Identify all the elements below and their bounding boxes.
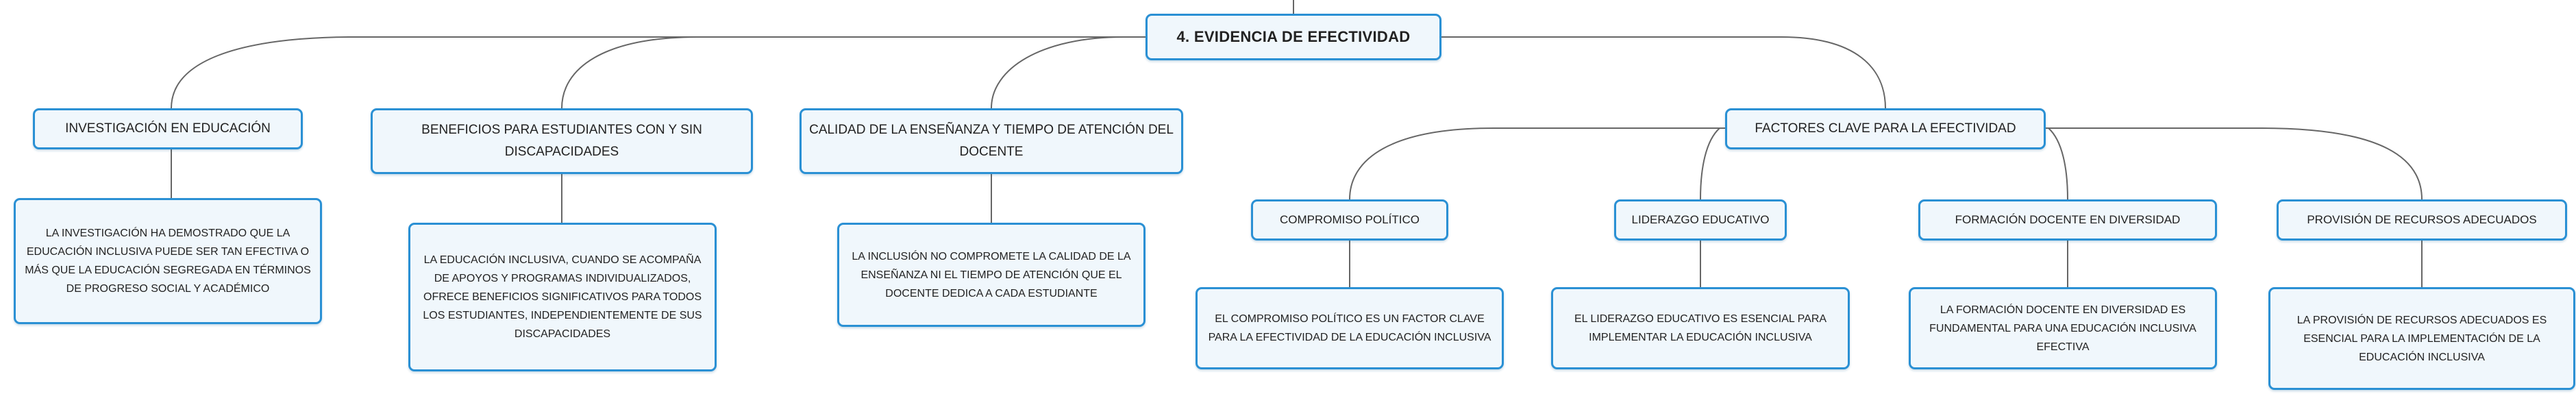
link-factores-liderazgo (1700, 127, 1725, 200)
node-beneficios[interactable]: BENEFICIOS PARA ESTUDIANTES CON Y SIN DI… (371, 108, 753, 174)
detail-liderazgo[interactable]: EL LIDERAZGO EDUCATIVO ES ESENCIAL PARA … (1551, 287, 1850, 369)
link-root-investigacion (171, 36, 1145, 109)
link-root-calidad (991, 36, 1145, 109)
root-node[interactable]: 4. EVIDENCIA DE EFECTIVIDAD (1145, 14, 1441, 60)
node-liderazgo-label: LIDERAZGO EDUCATIVO (1631, 213, 1770, 226)
node-factores[interactable]: FACTORES CLAVE PARA LA EFECTIVIDAD (1725, 108, 2046, 149)
detail-liderazgo-text: EL LIDERAZGO EDUCATIVO ES ESENCIAL PARA … (1574, 313, 1827, 343)
detail-calidad-text: LA INCLUSIÓN NO COMPROMETE LA CALIDAD DE… (852, 250, 1131, 299)
node-liderazgo[interactable]: LIDERAZGO EDUCATIVO (1614, 199, 1787, 241)
detail-beneficios[interactable]: LA EDUCACIÓN INCLUSIVA, CUANDO SE ACOMPA… (408, 223, 717, 371)
detail-formacion-text: LA FORMACIÓN DOCENTE EN DIVERSIDAD ES FU… (1929, 304, 2196, 353)
detail-investigacion-text: LA INVESTIGACIÓN HA DEMOSTRADO QUE LA ED… (25, 228, 311, 295)
link-root-factores (1441, 36, 1886, 109)
node-investigacion[interactable]: INVESTIGACIÓN EN EDUCACIÓN (33, 108, 303, 149)
node-provision[interactable]: PROVISIÓN DE RECURSOS ADECUADOS (2277, 199, 2567, 241)
node-calidad[interactable]: CALIDAD DE LA ENSEÑANZA Y TIEMPO DE ATEN… (800, 108, 1183, 174)
detail-compromiso[interactable]: EL COMPROMISO POLÍTICO ES UN FACTOR CLAV… (1196, 287, 1504, 369)
node-beneficios-label: BENEFICIOS PARA ESTUDIANTES CON Y SIN DI… (421, 123, 702, 159)
link-root-beneficios (561, 36, 1145, 109)
node-factores-label: FACTORES CLAVE PARA LA EFECTIVIDAD (1755, 121, 2016, 136)
detail-formacion[interactable]: LA FORMACIÓN DOCENTE EN DIVERSIDAD ES FU… (1909, 287, 2217, 369)
node-provision-label: PROVISIÓN DE RECURSOS ADECUADOS (2307, 213, 2537, 226)
node-compromiso-label: COMPROMISO POLÍTICO (1279, 213, 1420, 226)
node-calidad-label: CALIDAD DE LA ENSEÑANZA Y TIEMPO DE ATEN… (809, 123, 1174, 159)
node-compromiso[interactable]: COMPROMISO POLÍTICO (1251, 199, 1448, 241)
link-factores-provision (2046, 127, 2423, 200)
node-investigacion-label: INVESTIGACIÓN EN EDUCACIÓN (65, 121, 271, 136)
node-formacion-label: FORMACIÓN DOCENTE EN DIVERSIDAD (1955, 213, 2181, 226)
root-label: 4. EVIDENCIA DE EFECTIVIDAD (1176, 28, 1411, 45)
detail-compromiso-text: EL COMPROMISO POLÍTICO ES UN FACTOR CLAV… (1208, 313, 1491, 343)
link-factores-compromiso (1349, 127, 1725, 200)
node-formacion[interactable]: FORMACIÓN DOCENTE EN DIVERSIDAD (1918, 199, 2217, 241)
detail-provision-text: LA PROVISIÓN DE RECURSOS ADECUADOS ES ES… (2296, 314, 2547, 363)
detail-investigacion[interactable]: LA INVESTIGACIÓN HA DEMOSTRADO QUE LA ED… (14, 198, 322, 324)
detail-provision[interactable]: LA PROVISIÓN DE RECURSOS ADECUADOS ES ES… (2268, 287, 2575, 390)
link-factores-formacion (2046, 127, 2068, 200)
detail-calidad[interactable]: LA INCLUSIÓN NO COMPROMETE LA CALIDAD DE… (837, 223, 1145, 327)
detail-beneficios-text: LA EDUCACIÓN INCLUSIVA, CUANDO SE ACOMPA… (423, 254, 702, 340)
